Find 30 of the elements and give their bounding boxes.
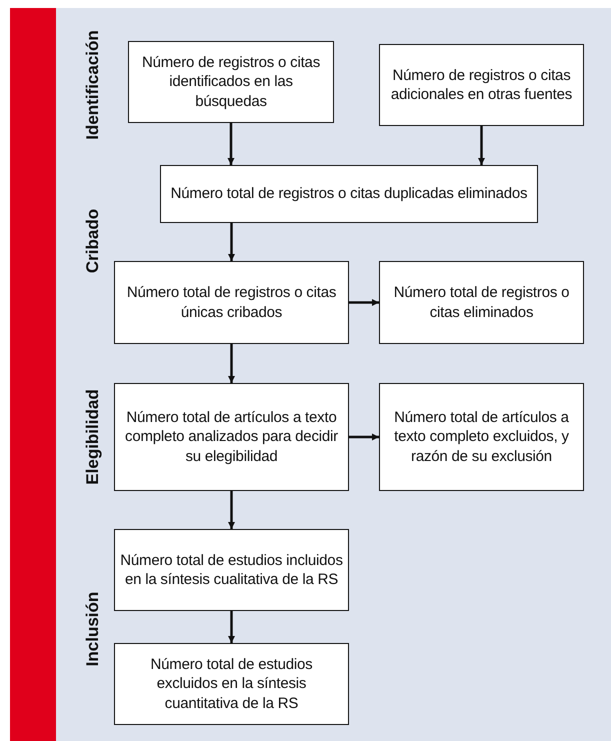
arrow bbox=[478, 126, 485, 165]
process-box bbox=[379, 383, 584, 491]
box-text: Número total de estudios excluidos en la síntesis cuantitativa de la RS bbox=[150, 654, 314, 714]
arrow bbox=[349, 299, 379, 306]
box-text: Número total de registros o citas únicas cribados bbox=[126, 283, 338, 322]
process-box bbox=[114, 643, 349, 725]
box-text: Número total de registros o citas eliminados bbox=[392, 283, 570, 322]
process-box bbox=[114, 529, 349, 611]
process-box bbox=[379, 44, 584, 126]
process-box bbox=[379, 261, 584, 344]
stage-label: Elegibilidad bbox=[83, 389, 103, 485]
process-box bbox=[128, 41, 334, 123]
box-text: Número total de artículos a texto completo analizados para decidir su elegibilidad bbox=[124, 408, 339, 466]
box-text: Número total de registros o citas duplicadas eliminados bbox=[170, 184, 528, 204]
arrow bbox=[228, 344, 235, 383]
box-text: Número total de estudios incluidos en la síntesis cualitativa de la RS bbox=[120, 550, 343, 590]
arrow bbox=[228, 223, 235, 261]
box-text: Número total de artículos a texto completo excluidos, y razón de su exclusión bbox=[393, 408, 570, 466]
stage-label: Inclusión bbox=[83, 592, 103, 666]
arrow bbox=[228, 611, 235, 643]
arrow bbox=[228, 491, 235, 529]
box-text: Número de registros o citas identificados en las búsquedas bbox=[140, 52, 321, 112]
process-box bbox=[160, 165, 538, 223]
box-text: Número de registros o citas adicionales en otras fuentes bbox=[390, 66, 574, 104]
process-box bbox=[114, 383, 349, 491]
stage-label: Identificación bbox=[83, 30, 103, 140]
process-box bbox=[114, 261, 349, 344]
arrow bbox=[228, 123, 234, 165]
stage-label: Cribado bbox=[83, 208, 103, 274]
arrow bbox=[349, 434, 379, 440]
